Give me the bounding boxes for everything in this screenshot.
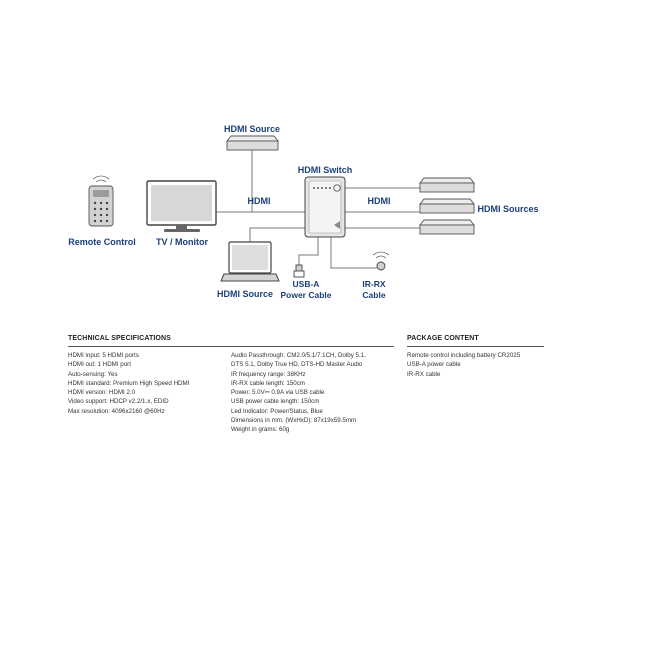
package-divider [407,346,544,347]
spec-line: HDMI version: HDMI 2.0 [68,389,136,397]
package-item: Remote control including battery CR2025 [407,352,521,359]
spec-line: Auto-sensing: Yes [68,370,118,378]
set-top-box-icon [419,177,475,193]
label-usb-a-line1: USB-A [293,279,320,289]
spec-line: HDMI input: 5 HDMI ports [68,352,139,359]
hdmi-switch-icon [304,176,346,238]
spec-line: HDMI standard: Premium High Speed HDMI [68,379,190,387]
label-remote-control: Remote Control [68,237,136,247]
label-hdmi-right: HDMI [368,196,391,206]
label-usb-a-line2: Power Cable [280,290,331,300]
line-laptop-switch [249,227,305,242]
spec-line: IR frequency range: 38KHz [231,370,306,378]
spec-line: Dimensions in mm. (WxHxD): 87x19x59.5mm [231,417,357,425]
label-tv-monitor: TV / Monitor [156,237,208,247]
laptop-icon [220,241,280,282]
label-ir-rx-line1: IR-RX [362,279,385,289]
spec-line: Led Indicator: Power/Status, Blue [231,407,323,415]
package-item: USB-A power cable [407,361,461,369]
spec-line: DTS 5.1, Dolby True HD, DTS-HD Master Au… [231,361,363,369]
package-item: IR-RX cable [407,370,441,378]
specs-column-2: Audio Passthrough: CM2.0/5.1/7.1CH, Dolb… [231,351,366,435]
label-hdmi-left: HDMI [248,196,271,206]
spec-line: Power: 5.0V⎓ 0.9A via USB cable [231,389,325,397]
label-ir-rx-line2: Cable [362,290,385,300]
package-heading: PACKAGE CONTENT [407,335,479,342]
set-top-box-icon [226,135,279,151]
spec-line: USB power cable length: 150cm [231,398,320,406]
spec-line: Audio Passthrough: CM2.0/5.1/7.1CH, Dolb… [231,352,366,359]
label-hdmi-switch: HDMI Switch [298,165,353,175]
line-usb-power [298,237,319,265]
spec-line: IR-RX cable length: 150cm [231,379,305,387]
ir-receiver-icon [372,251,390,271]
connection-lines [216,150,420,269]
set-top-box-icon [419,198,475,214]
spec-line: Max resolution: 4096x2160 @60Hz [68,407,165,415]
label-hdmi-source-top: HDMI Source [224,124,280,134]
specs-column-1: HDMI input: 5 HDMI ports HDMI out: 1 HDM… [68,351,189,416]
spec-line: Weight in grams: 60g [231,426,290,434]
tv-monitor-icon [146,180,217,232]
remote-control-icon [88,175,114,227]
label-hdmi-sources: HDMI Sources [477,204,538,214]
line-ir-rx [330,237,381,269]
label-hdmi-source-bottom: HDMI Source [217,289,273,299]
specs-divider [68,346,394,347]
connection-diagram: HDMI Source HDMI Switch HDMI HDMI HDMI S… [68,124,538,300]
spec-line: HDMI out: 1 HDMI port [68,361,131,369]
usb-plug-icon [293,264,305,278]
set-top-box-icon [419,219,475,235]
spec-line: Video support: HDCP v2.2/1.x, EDID [68,398,169,406]
specs-heading: TECHNICAL SPECIFICATIONS [68,335,171,342]
package-list: Remote control including battery CR2025 … [407,351,520,379]
